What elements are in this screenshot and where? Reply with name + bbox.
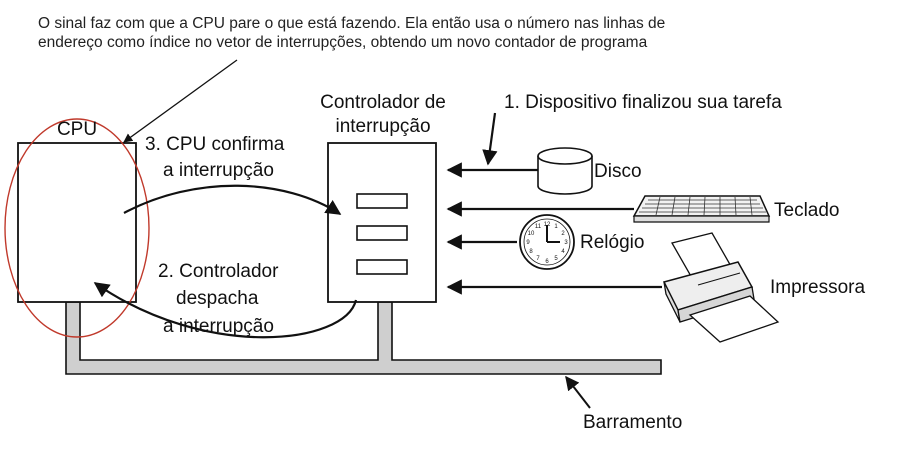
interrupt-controller-box: [327, 142, 437, 303]
svg-text:11: 11: [535, 224, 542, 230]
controller-label-line2: interrupção: [335, 116, 430, 137]
step3-label-line2: a interrupção: [163, 160, 274, 181]
disk-label: Disco: [594, 161, 642, 182]
bus: [65, 301, 662, 375]
step2-label-line1: 2. Controlador: [158, 261, 279, 282]
svg-text:3: 3: [564, 240, 568, 246]
step2-label-line2: despacha: [176, 288, 259, 309]
svg-text:4: 4: [561, 249, 565, 255]
device-done-arrow: [482, 112, 498, 166]
cpu-label: CPU: [57, 119, 97, 140]
svg-text:8: 8: [529, 249, 533, 255]
svg-text:6: 6: [545, 259, 549, 265]
svg-text:2: 2: [561, 231, 565, 237]
keyboard-icon: [632, 195, 771, 223]
note-line-2: endereço como índice no vetor de interru…: [38, 34, 648, 51]
bus-label-arrow: [565, 375, 591, 409]
clock-label: Relógio: [580, 232, 644, 253]
acknowledge-arrow: [123, 184, 342, 215]
keyboard-label: Teclado: [774, 200, 840, 221]
dispatch-arrow: [93, 282, 358, 339]
step3-label-line1: 3. CPU confirma: [145, 134, 285, 155]
note-line-1: O sinal faz com que a CPU pare o que est…: [38, 15, 666, 32]
svg-text:12: 12: [544, 222, 551, 228]
step2-label-line3: a interrupção: [163, 316, 274, 337]
svg-text:10: 10: [528, 231, 535, 237]
cpu-highlight-ellipse: [4, 118, 150, 338]
step1-label: 1. Dispositivo finalizou sua tarefa: [504, 92, 782, 113]
disk-icon: [537, 147, 593, 195]
svg-text:9: 9: [526, 240, 530, 246]
svg-text:5: 5: [554, 256, 558, 262]
printer-icon: [662, 232, 780, 343]
svg-text:7: 7: [536, 256, 540, 262]
explanation-note: O sinal faz com que a CPU pare o que est…: [38, 14, 878, 52]
controller-slot-1: [356, 193, 408, 209]
note-pointer-arrow: [123, 59, 238, 143]
clock-icon: 12 1 2 3 4 5 6 7 8 9 10 11: [519, 214, 575, 270]
svg-text:1: 1: [554, 224, 558, 230]
printer-label: Impressora: [770, 277, 865, 298]
bus-label: Barramento: [583, 412, 682, 433]
controller-slot-2: [356, 225, 408, 241]
controller-label-line1: Controlador de: [320, 92, 446, 113]
controller-slot-3: [356, 259, 408, 275]
cpu-box: [17, 142, 137, 303]
